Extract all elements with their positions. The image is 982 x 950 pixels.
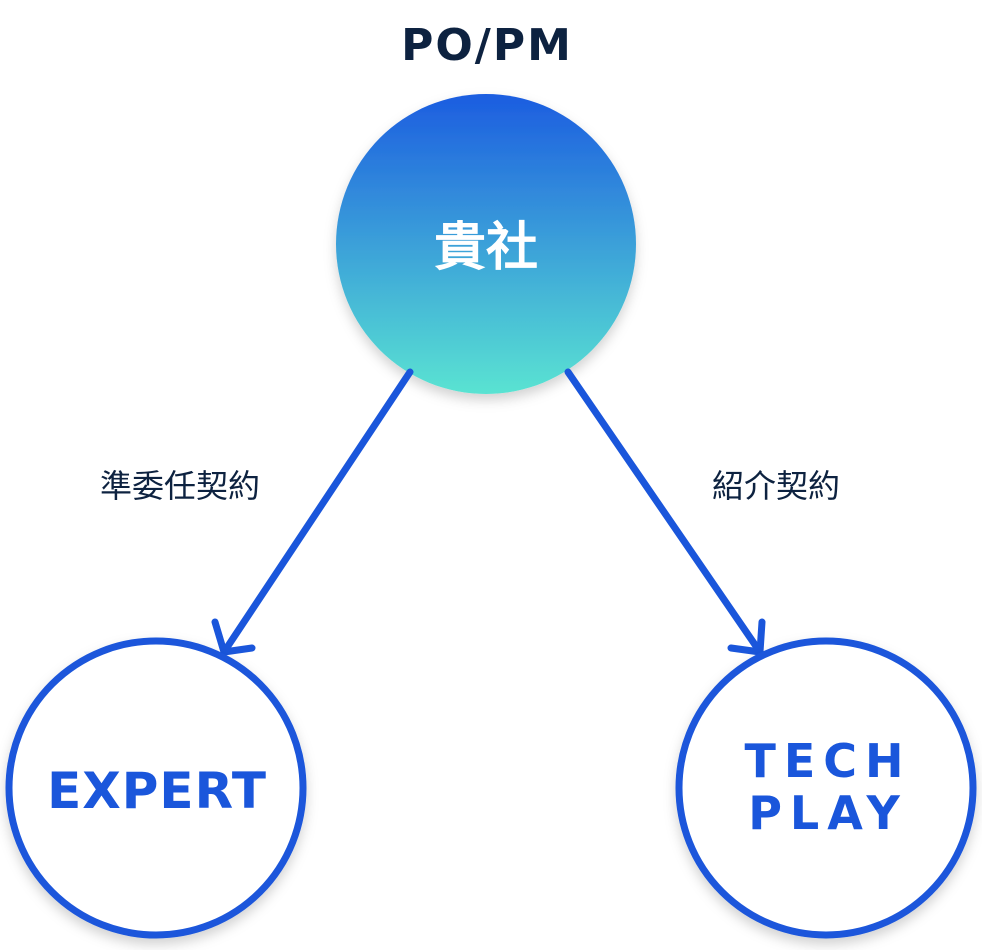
arrowhead-right-icon (727, 618, 766, 656)
edge-label-right: 紹介契約 (712, 467, 840, 505)
expert-logo-text: EXPERT (47, 762, 267, 820)
techplay-logo-line2: PLAY (748, 786, 908, 840)
client-label: 貴社 (434, 218, 538, 278)
arrow-line-left (220, 368, 414, 656)
page-title: PO/PM (401, 20, 573, 71)
arrowhead-left-icon (211, 618, 256, 656)
client-circle (336, 94, 636, 394)
expert-circle (5, 637, 307, 939)
expert-node: EXPERT (5, 637, 307, 939)
arrow-to-expert (211, 368, 414, 656)
client-node: 貴社 (336, 94, 636, 394)
techplay-logo-line1: TECH (744, 734, 911, 788)
arrow-line-right (564, 368, 764, 656)
arrow-to-techplay (564, 368, 766, 656)
techplay-node: TECH PLAY (675, 637, 977, 939)
techplay-circle (675, 637, 977, 939)
edge-label-left: 準委任契約 (100, 467, 260, 505)
